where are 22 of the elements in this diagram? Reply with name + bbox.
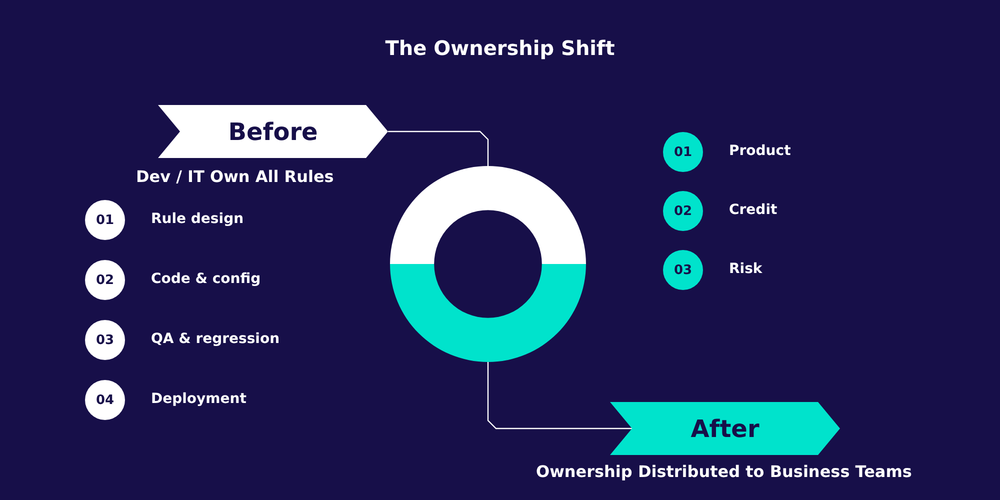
donut-ring	[390, 166, 586, 362]
step-label: Credit	[729, 202, 778, 218]
step-label: QA & regression	[151, 331, 280, 347]
step-number: 02	[96, 272, 114, 288]
step-number: 03	[674, 262, 692, 278]
step-number: 02	[674, 204, 692, 218]
step-label: Product	[729, 143, 791, 159]
step-number: 03	[96, 332, 114, 348]
step-label: Code & config	[151, 271, 261, 287]
step-label: Risk	[729, 261, 762, 277]
diagram-title: The Ownership Shift	[384, 36, 616, 60]
banner-heading: After	[690, 414, 760, 442]
connector-line	[487, 362, 632, 430]
connector-line	[388, 130, 489, 166]
step-number: 04	[96, 392, 114, 408]
step-number: 01	[96, 212, 114, 228]
step-label: Deployment	[151, 391, 246, 407]
banner-subtitle: Ownership Distributed to Business Teams	[536, 462, 912, 481]
banner-heading: Before	[228, 118, 318, 146]
step-label: Rule design	[151, 211, 244, 227]
banner-subtitle: Dev / IT Own All Rules	[136, 167, 334, 186]
step-number: 01	[674, 144, 692, 160]
